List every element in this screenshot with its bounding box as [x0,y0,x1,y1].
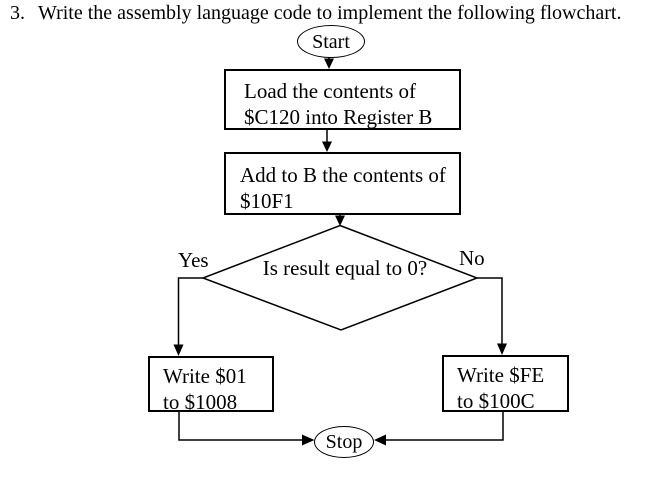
question-text: Write the assembly language code to impl… [38,2,622,24]
write-no-line2: to $100C [457,389,535,413]
stop-label: Stop [325,431,363,453]
yes-branch-label: Yes [178,248,209,272]
write-no-box: Write $FE to $100C [442,355,569,413]
arrowhead-into-load-box [324,58,334,69]
arrowhead-into-stop-right [374,434,386,446]
add-process-box: Add to B the contents of $10F1 [224,152,461,215]
decision-label: Is result equal to 0? [262,256,428,280]
connector-yes-branch [177,277,203,345]
stop-node: Stop [314,426,374,458]
decision-diamond-shape [200,224,480,331]
write-yes-line2: to $1008 [163,390,238,414]
connector-no-branch [477,277,503,344]
arrowhead-into-decision [335,215,345,226]
arrowhead-into-right-box [497,343,507,355]
connector-left-to-stop [178,412,303,441]
write-yes-box: Write $01 to $1008 [148,356,274,414]
arrowhead-into-left-box [173,344,184,356]
load-box-line2: $C120 into Register B [244,105,433,129]
write-yes-line1: Write $01 [163,364,247,388]
start-label: Start [312,30,350,53]
arrowhead-into-stop-left [302,434,315,446]
load-box-line1: Load the contents of [244,79,417,103]
add-box-line1: Add to B the contents of [240,163,446,187]
question-number: 3. [10,2,25,24]
write-no-line1: Write $FE [457,363,545,387]
arrowhead-into-add-box [322,141,332,152]
start-node: Start [297,25,365,58]
connector-right-to-stop [384,412,504,441]
add-box-line2: $10F1 [240,189,294,213]
load-process-box: Load the contents of $C120 into Register… [224,69,461,130]
no-branch-label: No [459,246,485,270]
question-title: 3. Write the assembly language code to im… [10,2,621,25]
